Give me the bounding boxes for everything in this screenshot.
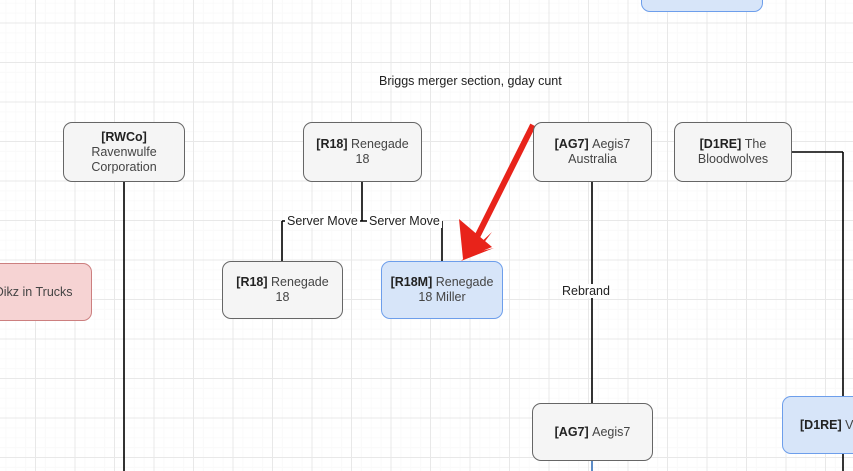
title-note: Briggs merger section, gday cunt [379,74,562,88]
node-r18m[interactable]: [R18M] Renegade 18 Miller [381,261,503,319]
node-r18-top[interactable]: [R18] Renegade 18 [303,122,422,182]
node-d1re-v-name: V [845,417,853,432]
node-dikz-in-trucks[interactable]: Z] Dikz in Trucks [0,263,92,321]
node-r18-top-tag: [R18] [316,137,352,151]
edge-label-server-move-left: Server Move [285,214,360,228]
node-ag7-bottom-name: Aegis7 [592,424,631,439]
node-ag7-australia-name: Aegis7 Australia [568,137,631,166]
node-rwco-tag: [RWCo] [101,129,147,144]
node-r18-child[interactable]: [R18] Renegade 18 [222,261,343,319]
node-d1re-v[interactable]: [D1RE] V [782,396,853,454]
node-d1re-bloodwolves[interactable]: [D1RE] The Bloodwolves [674,122,792,182]
node-ag7-australia-tag: [AG7] [554,137,593,151]
node-ag7-bottom-tag: [AG7] [554,424,593,439]
edge-label-rebrand: Rebrand [560,284,612,298]
node-r18-child-name: Renegade 18 [271,275,329,304]
red-annotation-arrow [459,123,536,261]
node-rwco[interactable]: [RWCo] Ravenwulfe Corporation [63,122,185,182]
node-ag7-bottom[interactable]: [AG7] Aegis7 [532,403,653,461]
node-d1re-v-tag: [D1RE] [800,417,846,432]
node-d1re-bloodwolves-tag: [D1RE] [699,137,745,151]
node-r18-child-tag: [R18] [236,275,272,289]
node-d1re-bloodwolves-name: The Bloodwolves [697,137,769,166]
node-r18-top-name: Renegade 18 [351,137,409,166]
edge-label-server-move-right: Server Move [367,214,442,228]
node-ag7-australia[interactable]: [AG7] Aegis7 Australia [533,122,652,182]
node-r18m-name: Renegade 18 Miller [418,275,494,304]
node-r18m-tag: [R18M] [390,275,436,289]
node-blue-top-clipped[interactable] [641,0,763,12]
node-rwco-name: Ravenwulfe Corporation [91,144,157,174]
node-dikz-in-trucks-name: Dikz in Trucks [0,284,73,299]
